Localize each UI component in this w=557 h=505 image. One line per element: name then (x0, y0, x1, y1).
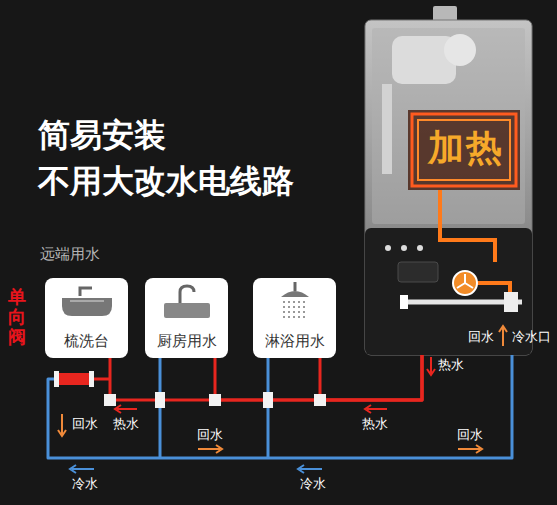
fixture-box-shape (45, 278, 128, 358)
fixture-icons (70, 300, 104, 302)
node-shape-layer (45, 278, 336, 358)
water-heater-illustration (382, 84, 392, 174)
fixture-box-shape (145, 278, 228, 358)
node-text: 淋浴用水 (265, 332, 325, 351)
flow-label: 冷水口 (512, 330, 551, 345)
water-heater-illustration (372, 28, 525, 224)
fixture-icons (283, 302, 308, 317)
pipe-fittings (314, 394, 326, 406)
water-heater-illustration (453, 271, 477, 295)
flow-label: 热水 (438, 358, 464, 373)
pipe-fittings (89, 371, 94, 387)
flow-arrows (198, 445, 222, 453)
hot-water-pipe (320, 355, 422, 400)
water-heater-illustration (457, 274, 473, 288)
flow-label: 热水 (362, 417, 388, 432)
pipe-fittings (263, 392, 273, 408)
pipe-fittings (54, 371, 59, 387)
flow-arrows (58, 326, 507, 473)
fixture-icons (62, 282, 309, 318)
flow-label: 热水 (113, 417, 139, 432)
water-pipes (48, 355, 512, 458)
flow-arrows (115, 405, 137, 413)
node-text: 厨房用水 (157, 332, 217, 351)
flow-arrows (70, 465, 94, 473)
flow-label: 远端用水 (40, 245, 100, 262)
flow-label: 冷水 (300, 477, 326, 492)
flow-label: 回水 (468, 330, 494, 345)
water-heater-illustration (365, 228, 532, 355)
fixture-box-shape (253, 278, 336, 358)
water-pipes (48, 355, 512, 458)
pipe-fittings (209, 394, 221, 406)
water-heater-illustration (385, 245, 391, 251)
flow-arrows (298, 465, 322, 473)
fixture-icons (281, 291, 309, 297)
flow-arrows (365, 405, 387, 413)
flow-label: 回水 (457, 428, 483, 443)
flow-label: 冷水 (72, 477, 98, 492)
water-heater: 加热 (365, 20, 548, 355)
water-heater-illustration (417, 245, 423, 251)
water-heater-illustration (444, 34, 476, 66)
fixture-box: 淋浴用水 (253, 278, 336, 358)
pipe-fittings (104, 394, 116, 406)
pipe-fittings (155, 392, 165, 408)
water-pipes (92, 378, 110, 381)
fixture-icons (80, 288, 92, 296)
hot-water-pipe (215, 355, 422, 400)
flow-arrows (458, 445, 482, 453)
fixture-box: 厨房用水 (145, 278, 228, 358)
water-heater-illustration (400, 295, 408, 309)
water-heater-illustration (504, 292, 518, 312)
title: 简易安装 不用大改水电线路 (38, 112, 294, 204)
pipe-fittings (54, 371, 326, 408)
water-heater-illustration (398, 262, 438, 282)
water-heater-illustration (365, 6, 532, 355)
fixture-icons (294, 282, 297, 291)
pipe-fittings (56, 373, 92, 385)
valve-label: 单向阀 (8, 288, 26, 347)
water-heater-illustration (401, 245, 407, 251)
water-heater-illustration (440, 190, 495, 262)
fixture-box: 梳洗台 (45, 278, 128, 358)
flow-arrows (58, 414, 66, 436)
flow-label: 回水 (197, 428, 223, 443)
water-heater-illustration (365, 20, 532, 355)
fixture-icons (62, 298, 112, 316)
node-text: 加热 (428, 130, 548, 166)
fixture-icons (180, 286, 194, 304)
flow-arrows (499, 326, 507, 346)
node-text: 梳洗台 (64, 332, 109, 351)
flow-arrows (427, 357, 435, 375)
flow-label: 回水 (72, 417, 98, 432)
fixture-icons (164, 303, 210, 318)
